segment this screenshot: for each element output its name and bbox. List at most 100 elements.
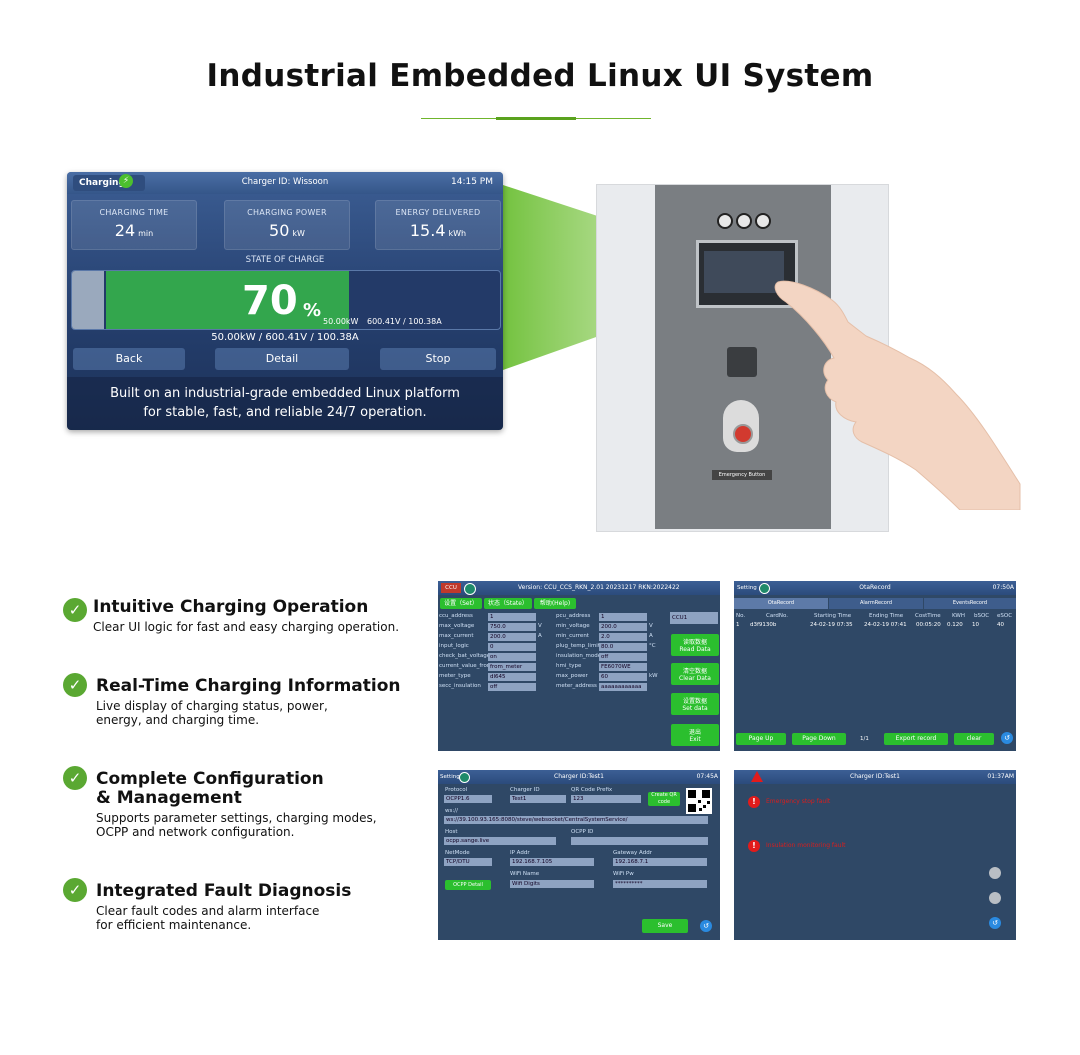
field-select[interactable]: FE6070WE: [599, 663, 647, 671]
field-input[interactable]: 60: [599, 673, 647, 681]
clock: 01:37AM: [987, 773, 1014, 780]
field-select[interactable]: off: [488, 683, 536, 691]
fault-screen: Charger ID:Test1 01:37AM ! Emergency sto…: [734, 770, 1016, 940]
field-input[interactable]: 80.0: [599, 643, 647, 651]
ocpp-id-input[interactable]: [571, 837, 708, 845]
field-label: hmi_type: [556, 663, 582, 669]
table-cell: 1: [736, 622, 740, 628]
field-input[interactable]: 200.0: [599, 623, 647, 631]
ip-input[interactable]: 192.168.7.105: [510, 858, 594, 866]
field-select[interactable]: dl645: [488, 673, 536, 681]
back-button[interactable]: Back: [73, 348, 185, 370]
gateway-input[interactable]: 192.168.7.1: [613, 858, 707, 866]
clock: 07:50A: [992, 584, 1014, 591]
field-input[interactable]: 2.0: [599, 633, 647, 641]
save-button[interactable]: Save: [642, 919, 688, 933]
field-label: Charger ID: [510, 787, 540, 793]
screen-title: Charger ID:Test1: [850, 773, 900, 780]
table-cell: 24-02-19 07:41: [864, 622, 907, 628]
charger-id-input[interactable]: Test1: [510, 795, 566, 803]
soc-progress-bar: [71, 270, 501, 330]
tab-ota-record[interactable]: OtaRecord: [734, 598, 828, 609]
tab-set[interactable]: 设置（Set）: [440, 598, 482, 609]
stop-button[interactable]: Stop: [380, 348, 496, 370]
field-input[interactable]: aaaaaaaaaaaa: [599, 683, 647, 691]
tab-alarm-record[interactable]: AlarmRecord: [829, 598, 923, 609]
protocol-select[interactable]: OCPP1.6: [444, 795, 492, 803]
ocpp-detail-button[interactable]: OCPP Detail: [445, 880, 491, 890]
tab-help[interactable]: 帮助(Help): [534, 598, 576, 609]
soc-power: 50.00kW: [323, 317, 359, 326]
power-icon: [755, 213, 771, 229]
wifi-name-input[interactable]: Wifi Digits: [510, 880, 594, 888]
settings-screen: Setting Charger ID:Test1 07:45A Protocol…: [438, 770, 720, 940]
field-input[interactable]: 1: [488, 613, 536, 621]
charging-screen: Charging ⚡ Charger ID: Wissoon 14:15 PM …: [67, 172, 503, 430]
tab-state[interactable]: 状态（State）: [484, 598, 532, 609]
detail-button[interactable]: Detail: [215, 348, 349, 370]
status-bar: [734, 581, 1016, 595]
field-label: WiFi Pw: [613, 871, 634, 877]
caption-line-1: Built on an industrial-grade embedded Li…: [110, 386, 460, 401]
check-icon: ✓: [63, 673, 87, 697]
feature-desc: Live display of charging status, power,: [96, 699, 328, 713]
server-url-input[interactable]: ws://39.100.93.165:8080/steve/websocket/…: [444, 816, 708, 824]
field-label: IP Addr: [510, 850, 530, 856]
ccu-tag: CCU: [441, 583, 461, 593]
soc-bar-cap: [72, 271, 104, 329]
field-label: meter_address: [556, 683, 597, 689]
field-input[interactable]: 750.0: [488, 623, 536, 631]
create-qr-button[interactable]: Create QR code: [648, 792, 680, 806]
field-input[interactable]: 0: [488, 643, 536, 651]
back-icon[interactable]: ↺: [1001, 732, 1013, 744]
feature-desc: OCPP and network configuration.: [96, 825, 295, 839]
check-icon: ✓: [63, 878, 87, 902]
page-up-button[interactable]: Page Up: [736, 733, 786, 745]
field-label: pcu_address: [556, 613, 591, 619]
soc-summary: 50.00kW / 600.41V / 100.38A: [211, 332, 359, 343]
netmode-select[interactable]: TCP/DTU: [444, 858, 492, 866]
export-record-button[interactable]: Export record: [884, 733, 948, 745]
feature-title: Complete Configuration: [96, 769, 324, 789]
page-down-button[interactable]: Page Down: [792, 733, 846, 745]
clear-button[interactable]: clear: [954, 733, 994, 745]
qr-code-icon: [686, 788, 712, 814]
back-icon[interactable]: ↺: [700, 920, 712, 932]
page-title: Industrial Embedded Linux UI System: [206, 58, 874, 94]
records-screen: Setting OtaRecord 07:50A OtaRecord Alarm…: [734, 581, 1016, 751]
charger-id: Charger ID: Wissoon: [241, 177, 329, 187]
warning-icon: [751, 771, 763, 782]
back-icon[interactable]: ↺: [989, 917, 1001, 929]
field-input[interactable]: 1: [599, 613, 647, 621]
field-unit: V: [538, 623, 542, 629]
settings-icon: [464, 583, 476, 595]
field-label: insulation_mode: [556, 653, 602, 659]
stat-value: 24: [114, 221, 136, 240]
indicator-light-icon: [717, 213, 733, 229]
emergency-stop-button: [733, 424, 753, 444]
qr-prefix-input[interactable]: 123: [571, 795, 641, 803]
field-input[interactable]: 200.0: [488, 633, 536, 641]
ccu-select[interactable]: CCU1: [670, 612, 718, 624]
status-bar: [438, 770, 720, 784]
wifi-password-input[interactable]: **********: [613, 880, 707, 888]
column-header: Starting Time: [814, 613, 852, 619]
feature-title: Intuitive Charging Operation: [93, 597, 369, 617]
feature-title-line-2: & Management: [96, 788, 242, 808]
version-text: Version: CCU_CCS_RKN_2.01 20231217 RKN:2…: [518, 584, 680, 591]
field-select[interactable]: from_meter: [488, 663, 536, 671]
host-input[interactable]: ocpp.sange.live: [444, 837, 556, 845]
page-indicator: 1/1: [860, 736, 869, 742]
pointing-hand-icon: [774, 280, 1021, 510]
tab-events-record[interactable]: EventsRecord: [924, 598, 1016, 609]
field-select[interactable]: on: [488, 653, 536, 661]
field-select[interactable]: off: [599, 653, 647, 661]
feature-desc: Clear UI logic for fast and easy chargin…: [93, 620, 400, 634]
